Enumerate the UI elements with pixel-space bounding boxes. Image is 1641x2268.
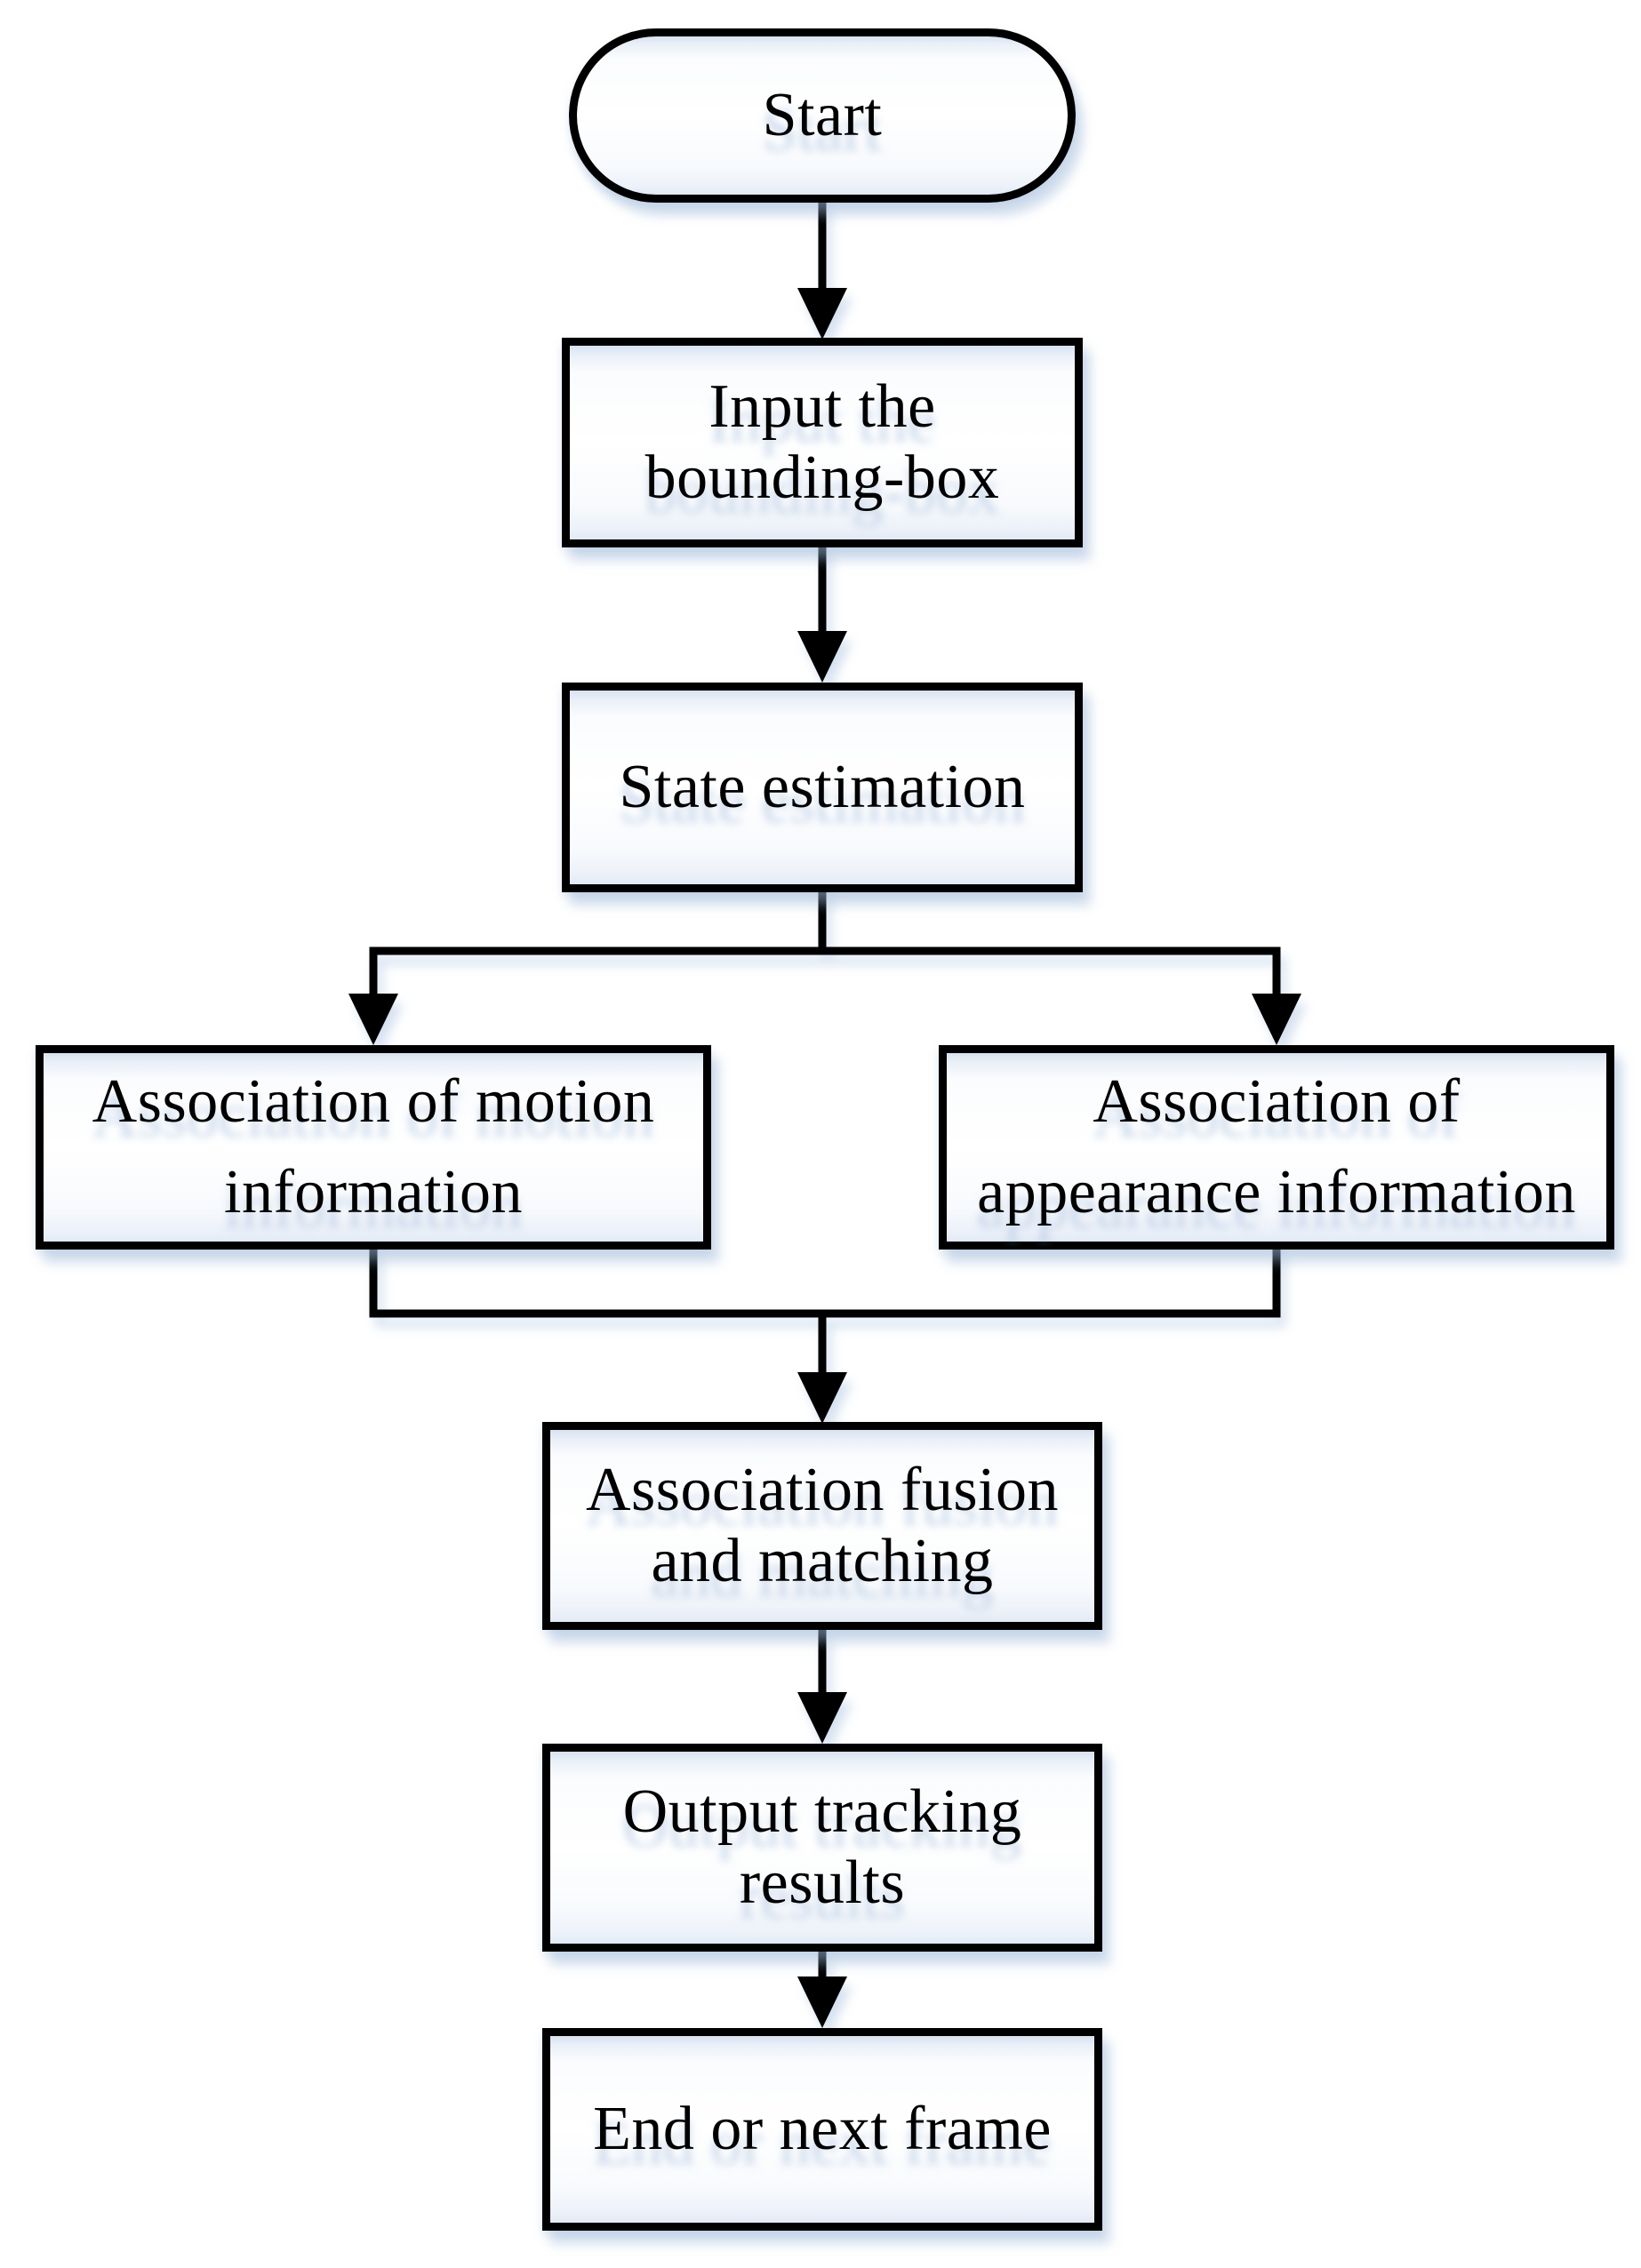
arrowhead-into-appearance — [1252, 994, 1301, 1045]
node-label-line: Association fusion — [585, 1456, 1060, 1525]
arrowhead-into-input — [797, 288, 847, 339]
arrowhead-into-state — [797, 631, 847, 683]
node-label-line: Start — [762, 81, 883, 150]
association-fusion-node: Association fusion and matching — [542, 1422, 1102, 1630]
node-label-line: and matching — [651, 1527, 994, 1595]
node-label-line: End or next frame — [593, 2095, 1052, 2164]
node-label-line: Output tracking — [622, 1777, 1022, 1847]
input-bounding-box-node: Input the bounding-box — [562, 338, 1083, 547]
node-label-line: Association of motion — [92, 1066, 655, 1136]
arrowhead-into-end — [797, 1977, 847, 2028]
start-node: Start — [569, 28, 1076, 203]
node-label-line: bounding-box — [644, 443, 1000, 512]
state-estimation-node: State estimation — [562, 683, 1083, 892]
end-next-frame-node: End or next frame — [542, 2028, 1102, 2231]
arrowhead-into-motion — [348, 994, 398, 1045]
arrowhead-into-fusion — [797, 1372, 847, 1424]
node-label-line: Input the — [708, 372, 936, 442]
node-label-line: Association of — [1093, 1066, 1461, 1136]
node-label-line: State estimation — [619, 753, 1026, 822]
association-appearance-node: Association of appearance information — [939, 1045, 1614, 1250]
output-tracking-node: Output tracking results — [542, 1744, 1102, 1952]
node-label-line: appearance information — [977, 1158, 1576, 1226]
edge-branch-rail — [369, 946, 1281, 997]
association-motion-node: Association of motion information — [36, 1045, 711, 1250]
arrowhead-into-output — [797, 1692, 847, 1744]
edge-merge-rail — [369, 1248, 1281, 1318]
node-label-line: results — [739, 1849, 906, 1917]
node-label-line: information — [224, 1158, 523, 1226]
